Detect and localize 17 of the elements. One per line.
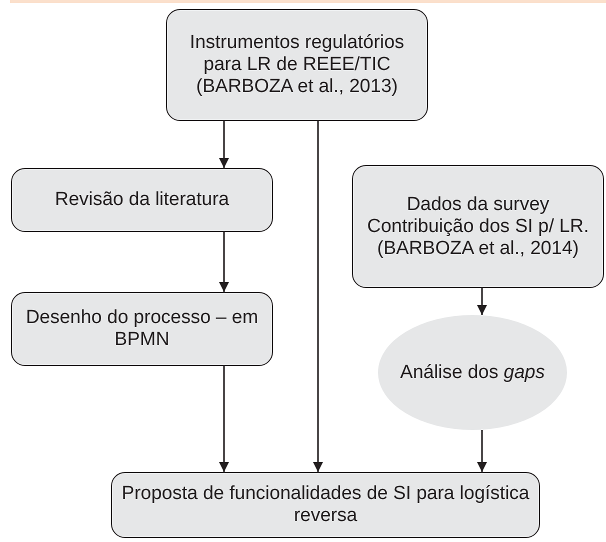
process-box: [111, 472, 540, 538]
process-box: [166, 9, 428, 121]
arrow: [477, 430, 487, 472]
process-box: [352, 165, 604, 288]
arrow: [219, 232, 229, 292]
node-text: Revisão da literatura: [54, 189, 230, 211]
node-text: Proposta de funcionalidades de SI para logística reversa: [120, 483, 530, 527]
arrow: [477, 288, 487, 315]
node-text: Dados da survey Contribuição dos SI p/ LR. (BARBOZA et al., 2014): [366, 194, 590, 260]
node-text: Análise dos gaps: [400, 362, 545, 384]
process-box: [11, 292, 273, 366]
arrow: [219, 121, 229, 168]
node-text: Desenho do processo – em BPMN: [24, 307, 260, 351]
node-text: Instrumentos regulatórios para LR de REEE/TIC (BARBOZA et al., 2013): [188, 32, 406, 98]
process-box: [11, 168, 273, 232]
arrow: [313, 121, 323, 472]
arrow: [219, 366, 229, 472]
